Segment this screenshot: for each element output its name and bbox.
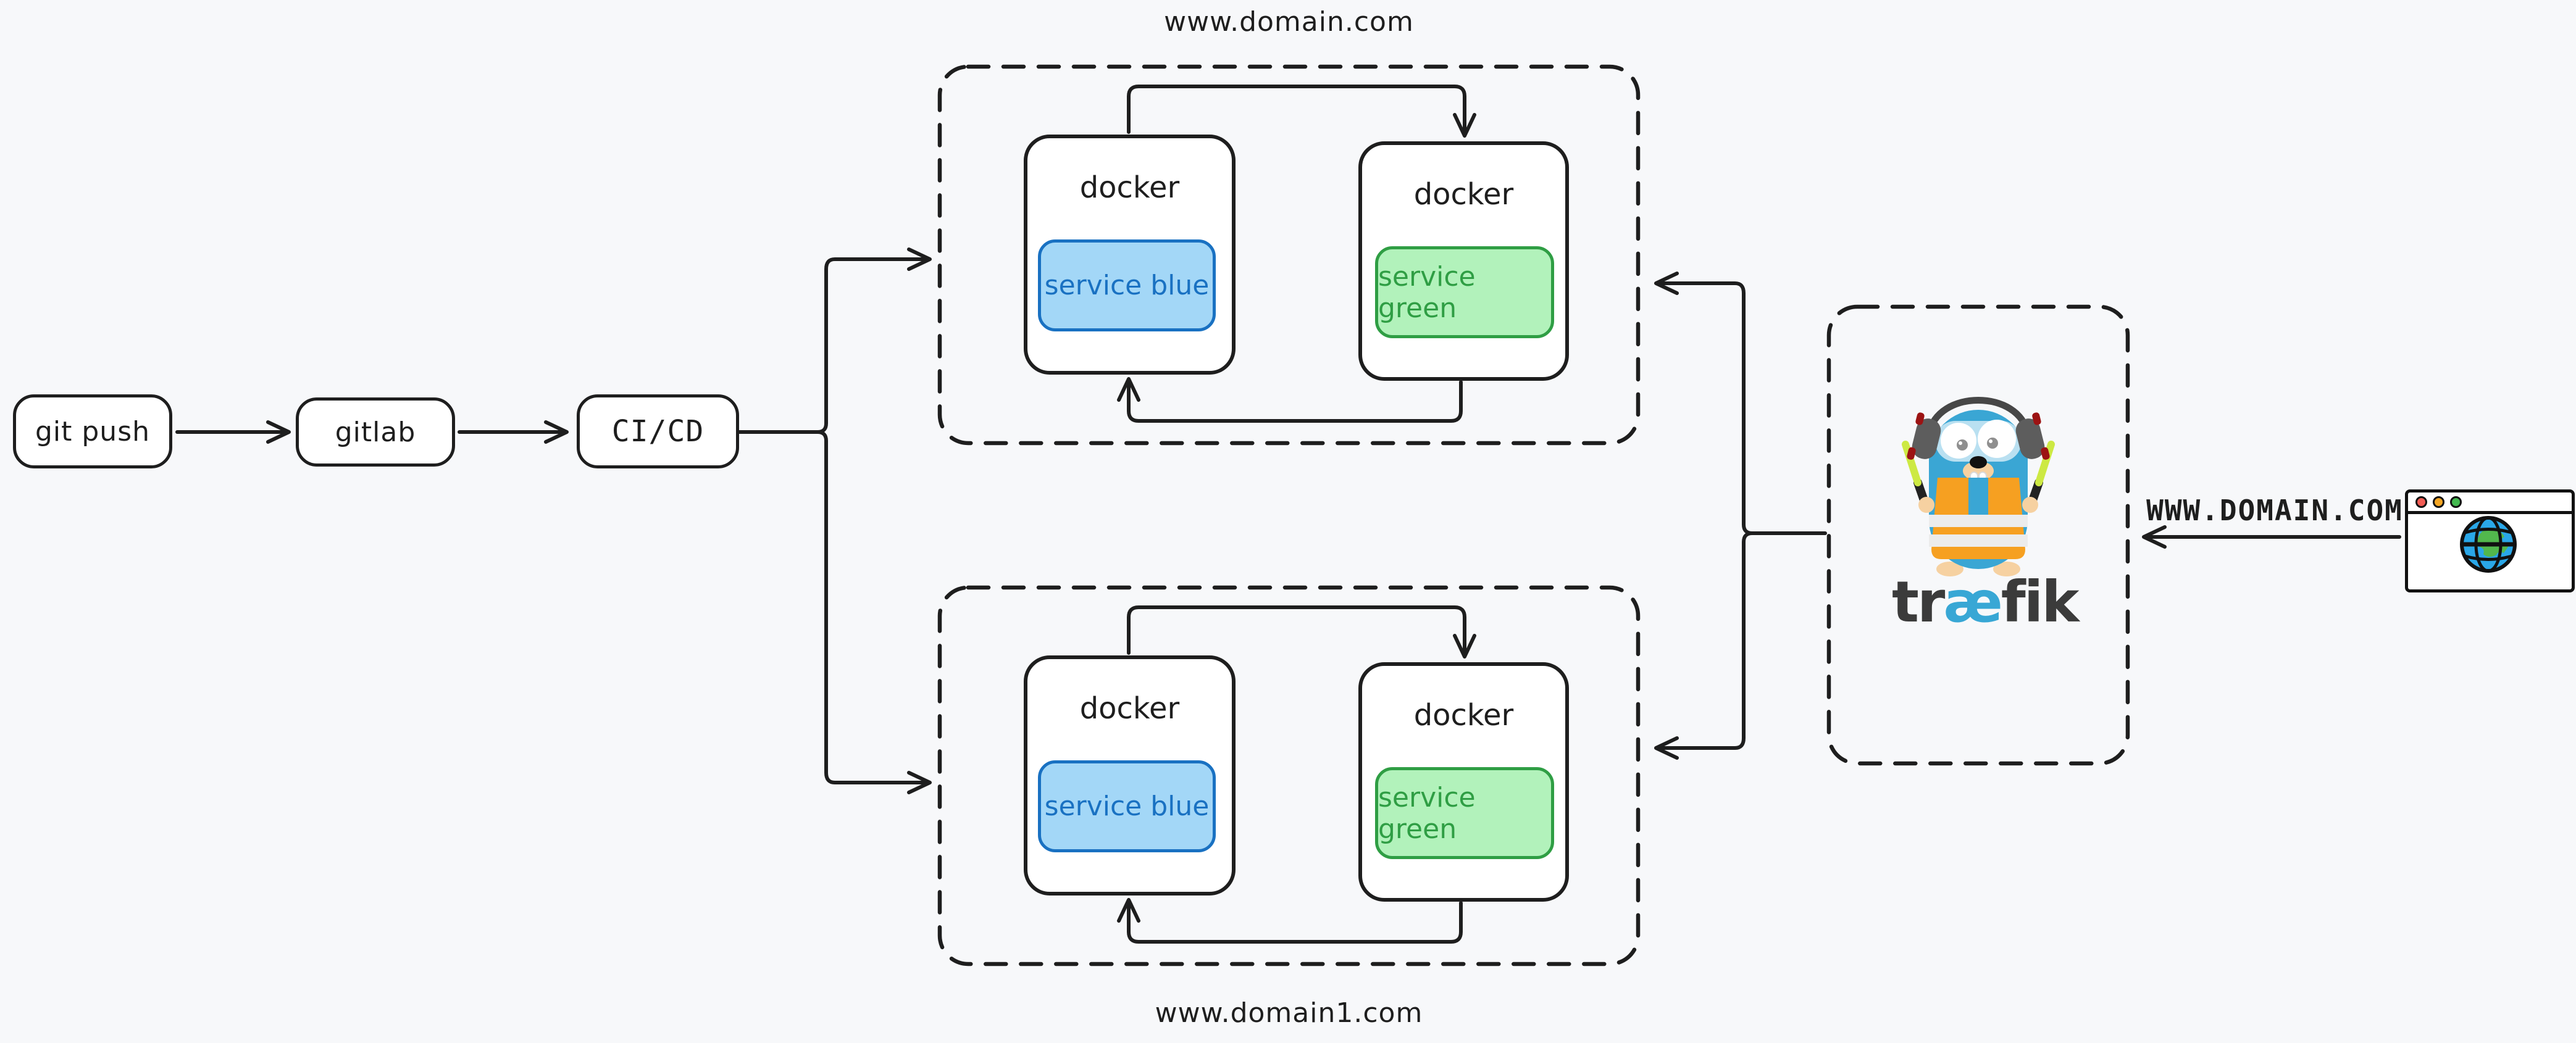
arrow-cicd-top-group: [816, 247, 932, 434]
browser-dot-yellow-icon: [2433, 496, 2444, 508]
browser-titlebar: [2408, 492, 2572, 514]
node-gitlab-label: gitlab: [335, 416, 416, 448]
browser-dot-red-icon: [2415, 496, 2427, 508]
globe-icon: [2460, 516, 2517, 573]
group-box-domain1-com: [937, 585, 1641, 966]
request-domain-label: WWW.DOMAIN.COM: [2146, 494, 2403, 527]
domain-label-bottom: www.domain1.com: [1155, 997, 1423, 1029]
service-blue-bottom: service blue: [1038, 760, 1216, 852]
arrow-gitlab-cicd: [458, 420, 569, 444]
service-green-top-label: service green: [1378, 260, 1476, 324]
arrow-gitpush-gitlab: [175, 420, 291, 444]
docker-title-top-green: docker: [1413, 177, 1514, 212]
traefik-gopher-logo: [1902, 397, 2055, 576]
traefik-box: [1826, 304, 2130, 766]
arrow-blue-to-green-top-group: [1127, 85, 1476, 138]
domain-label-top: www.domain.com: [1164, 6, 1414, 38]
service-green-top: service green: [1375, 246, 1554, 338]
traefik-wordmark-fik: fik: [2001, 569, 2080, 635]
node-cicd: CI/CD: [577, 394, 739, 468]
node-git-push-label: git push: [35, 415, 151, 447]
traefik-wordmark-ae: æ: [1943, 569, 2002, 635]
docker-title-top-blue: docker: [1079, 170, 1180, 205]
arrow-browser-traefik: [2142, 525, 2401, 549]
node-git-push: git push: [13, 394, 172, 468]
browser-dot-green-icon: [2450, 496, 2462, 508]
node-gitlab: gitlab: [296, 397, 455, 467]
arrow-traefik-bottom-group: [1654, 531, 1754, 760]
arrow-cicd-bottom-group: [816, 430, 932, 794]
traefik-wordmark-tr: tr: [1892, 569, 1945, 635]
service-blue-top-label: service blue: [1044, 270, 1210, 301]
service-green-bottom: service green: [1375, 767, 1554, 859]
group-box-domain-com: [937, 64, 1641, 446]
browser-window-icon: [2405, 489, 2575, 592]
node-cicd-label: CI/CD: [611, 414, 705, 449]
service-green-bottom-label: service green: [1378, 781, 1476, 845]
arrow-blue-to-green-bottom-group: [1127, 605, 1476, 659]
arrow-green-to-blue-top-group: [1117, 377, 1463, 423]
docker-title-bottom-blue: docker: [1079, 691, 1180, 726]
service-blue-bottom-label: service blue: [1044, 791, 1210, 822]
arrow-green-to-blue-bottom-group: [1117, 898, 1463, 944]
arrow-traefik-top-group: [1654, 272, 1754, 535]
service-blue-top: service blue: [1038, 239, 1216, 331]
traefik-wordmark: træfik: [1892, 569, 2080, 635]
docker-title-bottom-green: docker: [1413, 698, 1514, 733]
